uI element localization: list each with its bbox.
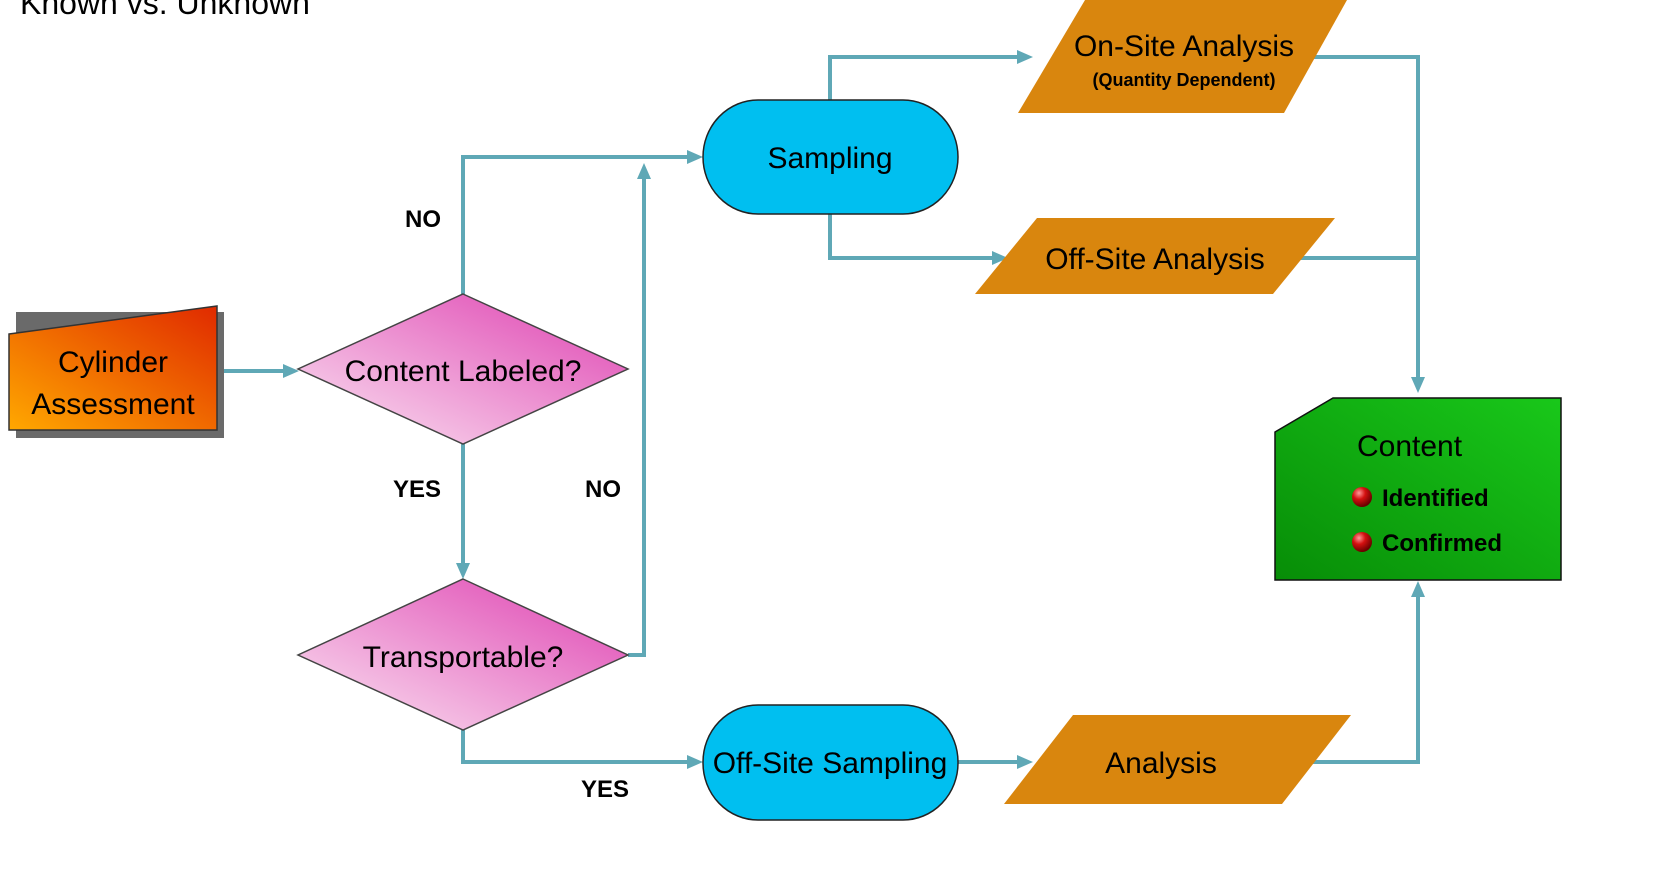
cylinder-assessment-line1: Cylinder [58, 346, 168, 379]
content-labeled-label: Content Labeled? [345, 355, 582, 388]
sampling-label: Sampling [767, 142, 892, 175]
edge-label-labeled-no: NO [405, 206, 441, 233]
edge-label-transportable-no: NO [585, 476, 621, 503]
content-bullet-2-icon [1352, 532, 1372, 552]
offsite-analysis-node: Off-Site Analysis [975, 218, 1335, 294]
content-shape [1274, 397, 1562, 581]
arrow-to-onsite [1017, 50, 1033, 64]
arrow-to-offsite-analysis [992, 251, 1008, 265]
onsite-analysis-shape [1018, 0, 1347, 113]
offsite-sampling-node: Off-Site Sampling [702, 704, 959, 821]
arrow-to-sampling [687, 150, 703, 164]
onsite-analysis-line2: (Quantity Dependent) [1093, 70, 1276, 90]
content-labeled-diamond [296, 293, 630, 445]
arrow-to-content-top [1411, 377, 1425, 393]
analysis-shape [1004, 715, 1351, 804]
content-node: Content Identified Confirmed [1274, 397, 1562, 581]
arrow-to-content-bottom [1411, 581, 1425, 597]
edge-sampling-to-onsite [828, 55, 1018, 100]
sampling-node: Sampling [702, 99, 959, 215]
arrow-to-transportable [456, 563, 470, 579]
transportable-label: Transportable? [363, 641, 564, 674]
transportable-diamond [296, 578, 630, 731]
transportable-decision: Transportable? [296, 578, 630, 731]
arrow-to-labeled [283, 364, 299, 378]
arrow-to-offsite-sampling [687, 755, 703, 769]
offsite-sampling-shape [702, 704, 959, 821]
edge-onsite-to-content [1284, 55, 1420, 378]
onsite-analysis-node: On-Site Analysis (Quantity Dependent) [1018, 0, 1347, 113]
content-bullet-1-icon [1352, 487, 1372, 507]
cylinder-assessment-node: Cylinder Assessment [8, 305, 224, 438]
connectors [222, 50, 1425, 769]
edge-transportable-yes-to-offsite-sampling [461, 730, 688, 764]
edge-label-transportable-yes: YES [581, 776, 629, 803]
content-bullet-2: Confirmed [1382, 530, 1502, 557]
edge-sampling-to-offsite-analysis [828, 214, 993, 260]
analysis-label: Analysis [1105, 747, 1217, 780]
arrow-transportable-up [637, 163, 651, 179]
offsite-analysis-shape [975, 218, 1335, 294]
edge-analysis-to-content [1290, 596, 1420, 764]
edge-label-labeled-yes: YES [393, 476, 441, 503]
offsite-analysis-label: Off-Site Analysis [1045, 243, 1265, 276]
cylinder-assessment-shape [8, 305, 218, 431]
offsite-sampling-label: Off-Site Sampling [713, 747, 948, 780]
arrow-to-analysis [1017, 755, 1033, 769]
sampling-shape [702, 99, 959, 215]
diagram-title: Known vs. Unknown [20, 0, 310, 21]
edge-labeled-no-to-sampling [461, 155, 688, 294]
onsite-analysis-line1: On-Site Analysis [1074, 30, 1294, 63]
analysis-node: Analysis [1004, 715, 1351, 804]
content-title: Content [1357, 430, 1463, 463]
cylinder-assessment-line2: Assessment [31, 388, 195, 421]
edge-transportable-no-to-sampling [628, 178, 646, 657]
content-labeled-decision: Content Labeled? [296, 293, 630, 445]
content-bullet-1: Identified [1382, 485, 1489, 512]
